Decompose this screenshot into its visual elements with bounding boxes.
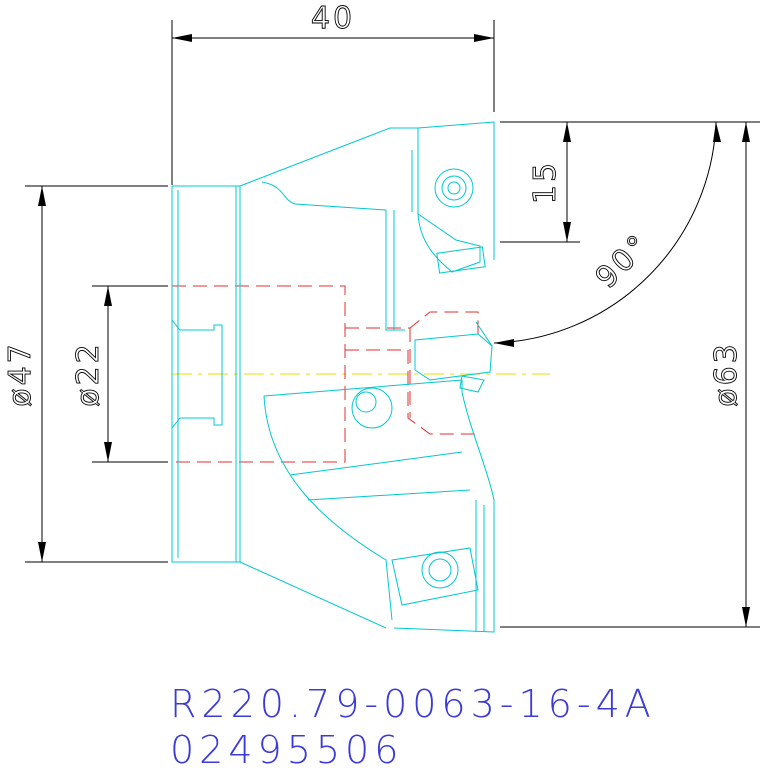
item-code-label: 02495506: [170, 728, 404, 772]
upper-screw-inner: [441, 175, 467, 201]
dimension-width-top: 40: [171, 1, 495, 185]
dimension-insert-height: 15: [500, 121, 580, 243]
dimension-text-63: ø63: [709, 341, 744, 407]
coolant-hole: [351, 387, 393, 429]
upper-insert: [436, 246, 486, 274]
upper-insert-seat: [417, 213, 481, 273]
arrowhead: [172, 34, 192, 42]
arrowhead: [742, 122, 750, 142]
arrowhead: [742, 607, 750, 627]
dimension-text-15: 15: [528, 160, 563, 204]
keyway-outline: [171, 319, 223, 429]
arrowhead: [474, 34, 494, 42]
arrowhead: [104, 442, 112, 462]
arrowhead: [713, 122, 721, 142]
coolant-hole-inner: [355, 391, 377, 413]
lower-screw-inner: [428, 558, 452, 582]
hidden-bore-outline: [172, 285, 346, 463]
lower-body-contour: [289, 451, 463, 476]
angle-arc: [493, 121, 717, 344]
lower-screw-head: [421, 551, 459, 589]
upper-screw-torx: [447, 181, 461, 195]
middle-insert-tip: [459, 375, 485, 393]
middle-insert: [414, 333, 493, 381]
lower-body-contour: [307, 489, 471, 501]
upper-body-contour: [261, 181, 405, 331]
upper-body-outline: [239, 121, 495, 260]
dimension-text-47: ø47: [3, 341, 38, 407]
cutter-body: [171, 121, 495, 633]
middle-insert-edge: [475, 321, 493, 347]
dimension-text-90: 90°: [589, 227, 658, 296]
arrowhead: [38, 186, 46, 206]
dimension-body-diameter: ø47: [3, 185, 168, 563]
arrowhead: [494, 339, 514, 347]
dimension-cutter-diameter: ø63: [500, 121, 760, 628]
lower-body-contour: [263, 395, 393, 621]
arrowhead: [38, 542, 46, 562]
lower-body-outline: [263, 379, 495, 633]
dimension-angle: 90°: [493, 121, 721, 347]
dimension-bore-diameter: ø22: [71, 285, 168, 463]
arrowhead: [104, 286, 112, 306]
hidden-coolant-channel: [345, 311, 479, 340]
lower-body-taper: [239, 561, 387, 629]
lower-insert: [391, 547, 479, 606]
arrowhead: [563, 222, 571, 242]
upper-screw-head: [434, 168, 474, 208]
dimension-text-22: ø22: [71, 341, 106, 407]
arrowhead: [563, 122, 571, 142]
dimension-text-40: 40: [311, 1, 355, 36]
hidden-bore-lines: [172, 285, 479, 463]
part-number-label: R220.79-0063-16-4A: [170, 682, 656, 726]
hidden-coolant-channel: [345, 349, 478, 435]
